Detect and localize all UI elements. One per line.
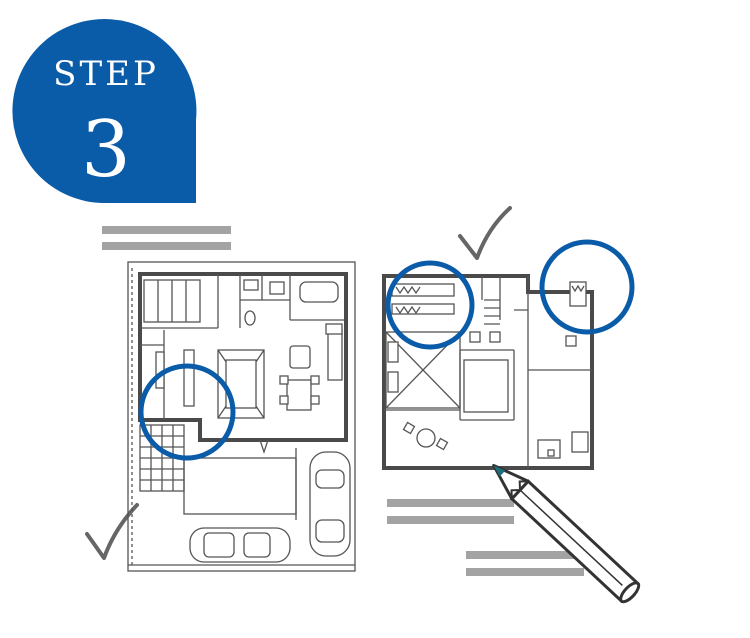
step-number: 3: [81, 105, 131, 195]
checkmark-icon: [458, 206, 512, 260]
upper-floor-plan: [382, 239, 635, 470]
car-icon: [309, 451, 351, 557]
step-label: STEP: [53, 54, 159, 94]
step-badge: STEP 3: [12, 19, 197, 203]
highlight-circle: [138, 363, 236, 461]
text-placeholder-middle: [387, 499, 514, 524]
highlight-circle: [539, 239, 635, 335]
highlight-circle: [385, 260, 475, 350]
checkmark-icon: [85, 503, 139, 560]
ground-floor-plan: [127, 261, 356, 572]
car-icon: [189, 527, 291, 563]
text-placeholder-bottom: [466, 551, 584, 576]
step-badge-shape: [12, 19, 197, 203]
pencil-icon: [492, 463, 641, 604]
text-placeholder-top: [102, 226, 231, 250]
